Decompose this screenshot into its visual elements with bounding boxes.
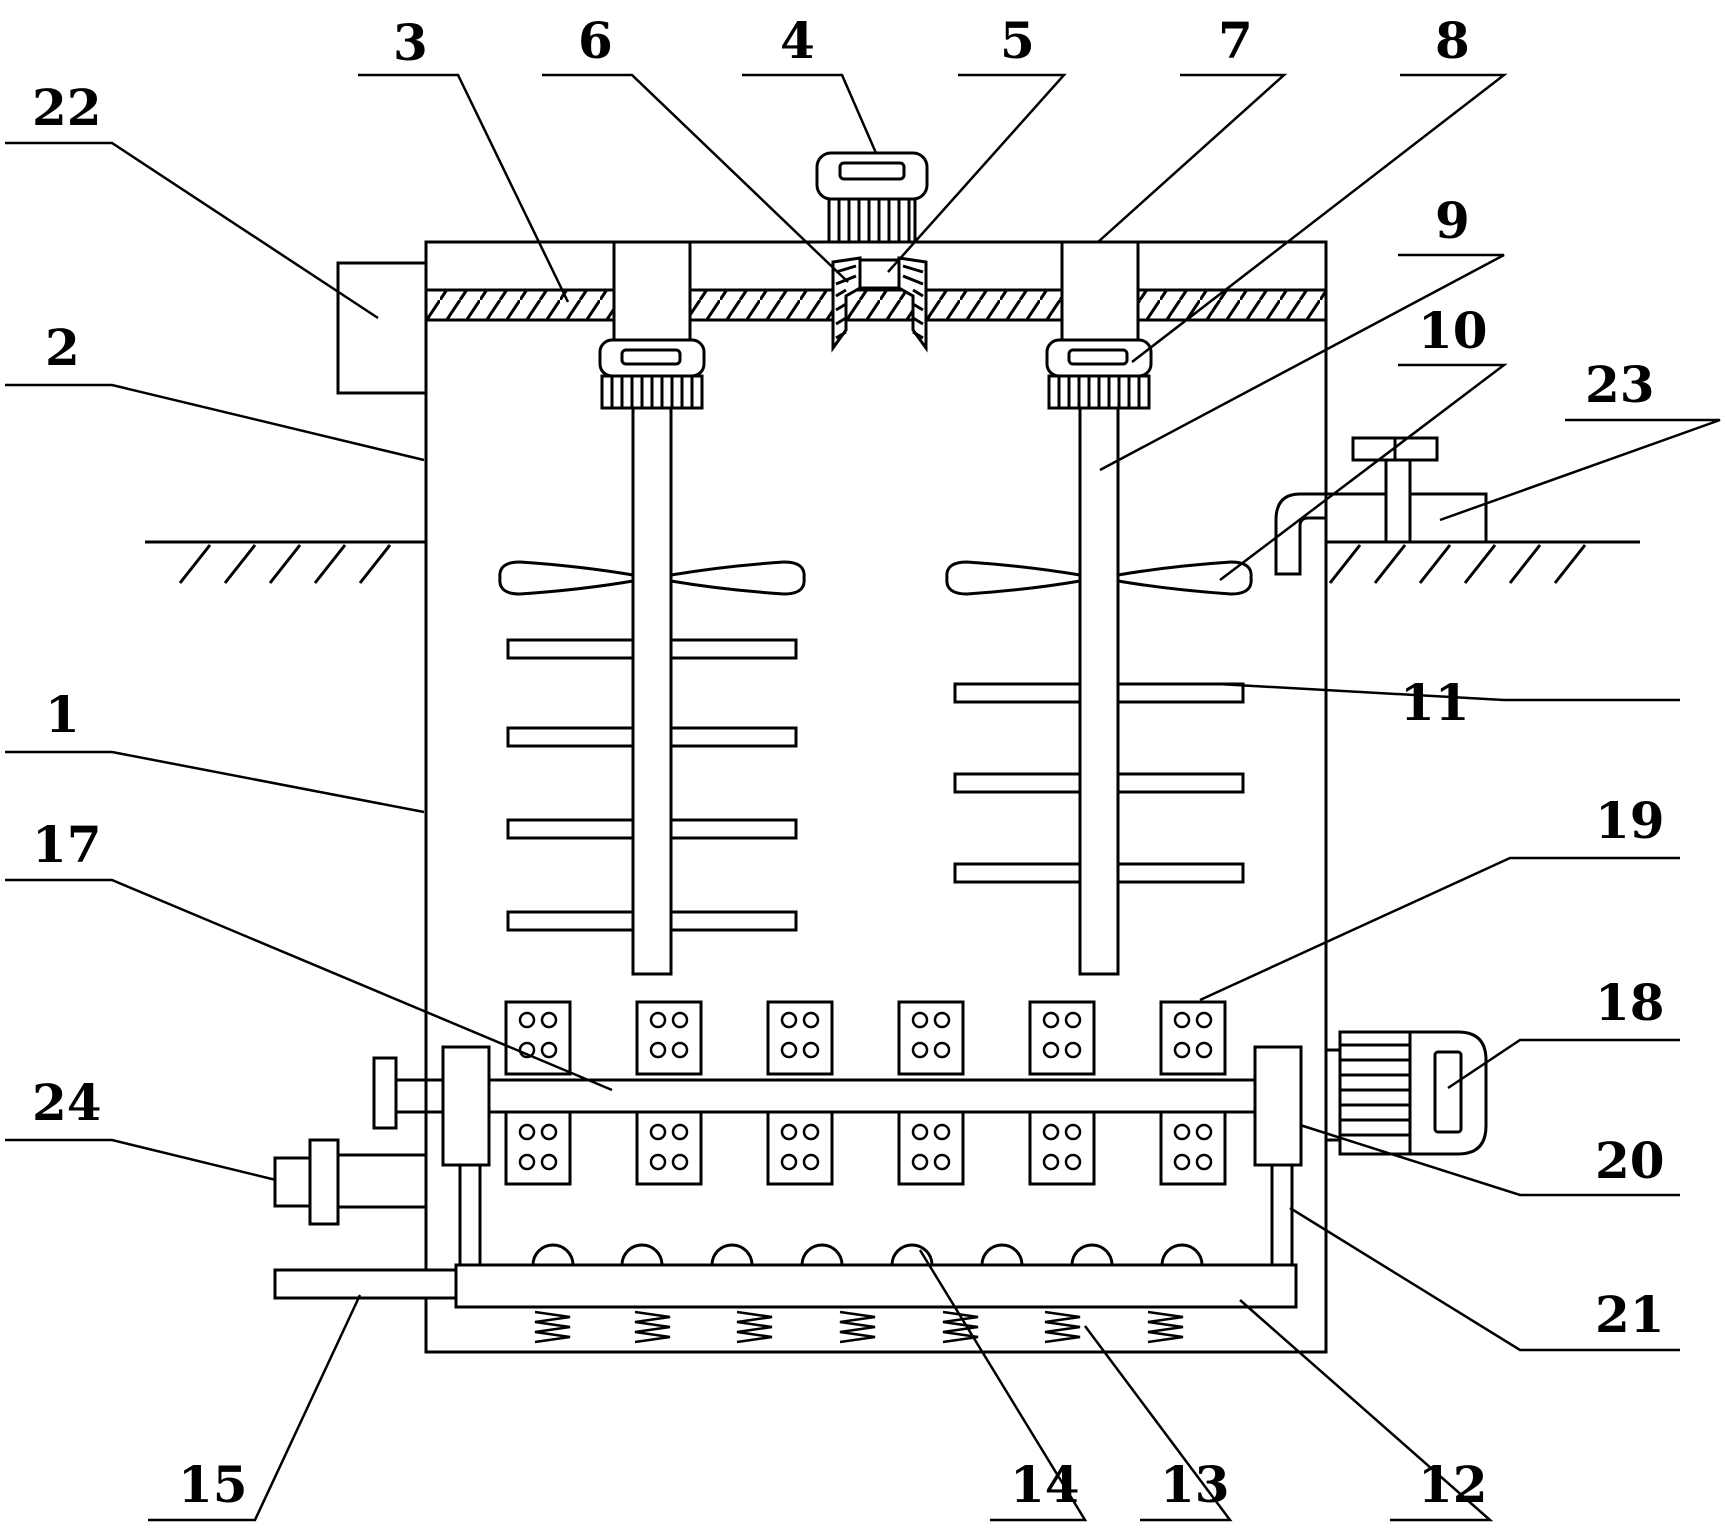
label-18: 18 [1595,973,1665,1032]
label-12: 12 [1418,1455,1488,1514]
label-7: 7 [1218,11,1253,70]
label-8: 8 [1435,11,1470,70]
inlet-pipe-with-valve [1274,436,1488,576]
side-box [336,261,428,395]
right-stirring-shaft [1078,406,1120,976]
right-propeller [945,560,1253,596]
label-17: 17 [32,815,102,874]
label-11: 11 [1400,673,1470,732]
left-stirring-motor [598,338,706,410]
left-paddles [506,638,798,932]
label-15: 15 [178,1455,248,1514]
crushing-blocks [504,1000,1227,1186]
filter-plate [454,1263,1298,1309]
label-19: 19 [1595,791,1665,850]
label-10: 10 [1418,301,1488,360]
ground-line [145,540,1640,584]
shaft-end-cap [372,1056,398,1130]
top-motor [815,151,929,244]
crushing-shaft [406,1078,1282,1114]
label-4: 4 [780,11,815,70]
part-labels: 22 3 6 4 5 7 8 9 10 23 2 1 11 17 19 18 2… [32,11,1665,1514]
right-paddles [953,682,1245,884]
label-3: 3 [393,13,428,72]
hatched-cover [424,288,1328,322]
left-bearing-seat [441,1045,491,1167]
label-20: 20 [1595,1131,1665,1190]
balls [531,1243,1204,1267]
right-support-rod [1270,1163,1294,1267]
right-bearing-seat [1253,1045,1303,1167]
label-2: 2 [45,318,80,377]
label-5: 5 [1000,11,1035,70]
label-6: 6 [578,11,613,70]
label-22: 22 [32,78,102,137]
bevel-gear-assembly [831,256,928,353]
right-stirring-motor [1045,338,1153,410]
label-23: 23 [1585,355,1655,414]
left-propeller [498,560,806,596]
outlet-valve [273,1138,428,1226]
left-support-column [612,240,692,342]
push-rod [273,1268,458,1300]
side-motor [1324,1030,1488,1156]
label-24: 24 [32,1073,102,1132]
label-21: 21 [1595,1285,1665,1344]
label-13: 13 [1160,1455,1230,1514]
shaft-end-hub [394,1078,428,1114]
left-stirring-shaft [631,406,673,976]
label-14: 14 [1010,1455,1080,1514]
label-9: 9 [1435,191,1470,250]
label-1: 1 [45,685,80,744]
left-support-rod [458,1163,482,1267]
block-holes [518,1011,1213,1171]
right-support-column [1060,240,1140,342]
springs [534,1310,1184,1344]
leader-lines [5,73,1721,1522]
